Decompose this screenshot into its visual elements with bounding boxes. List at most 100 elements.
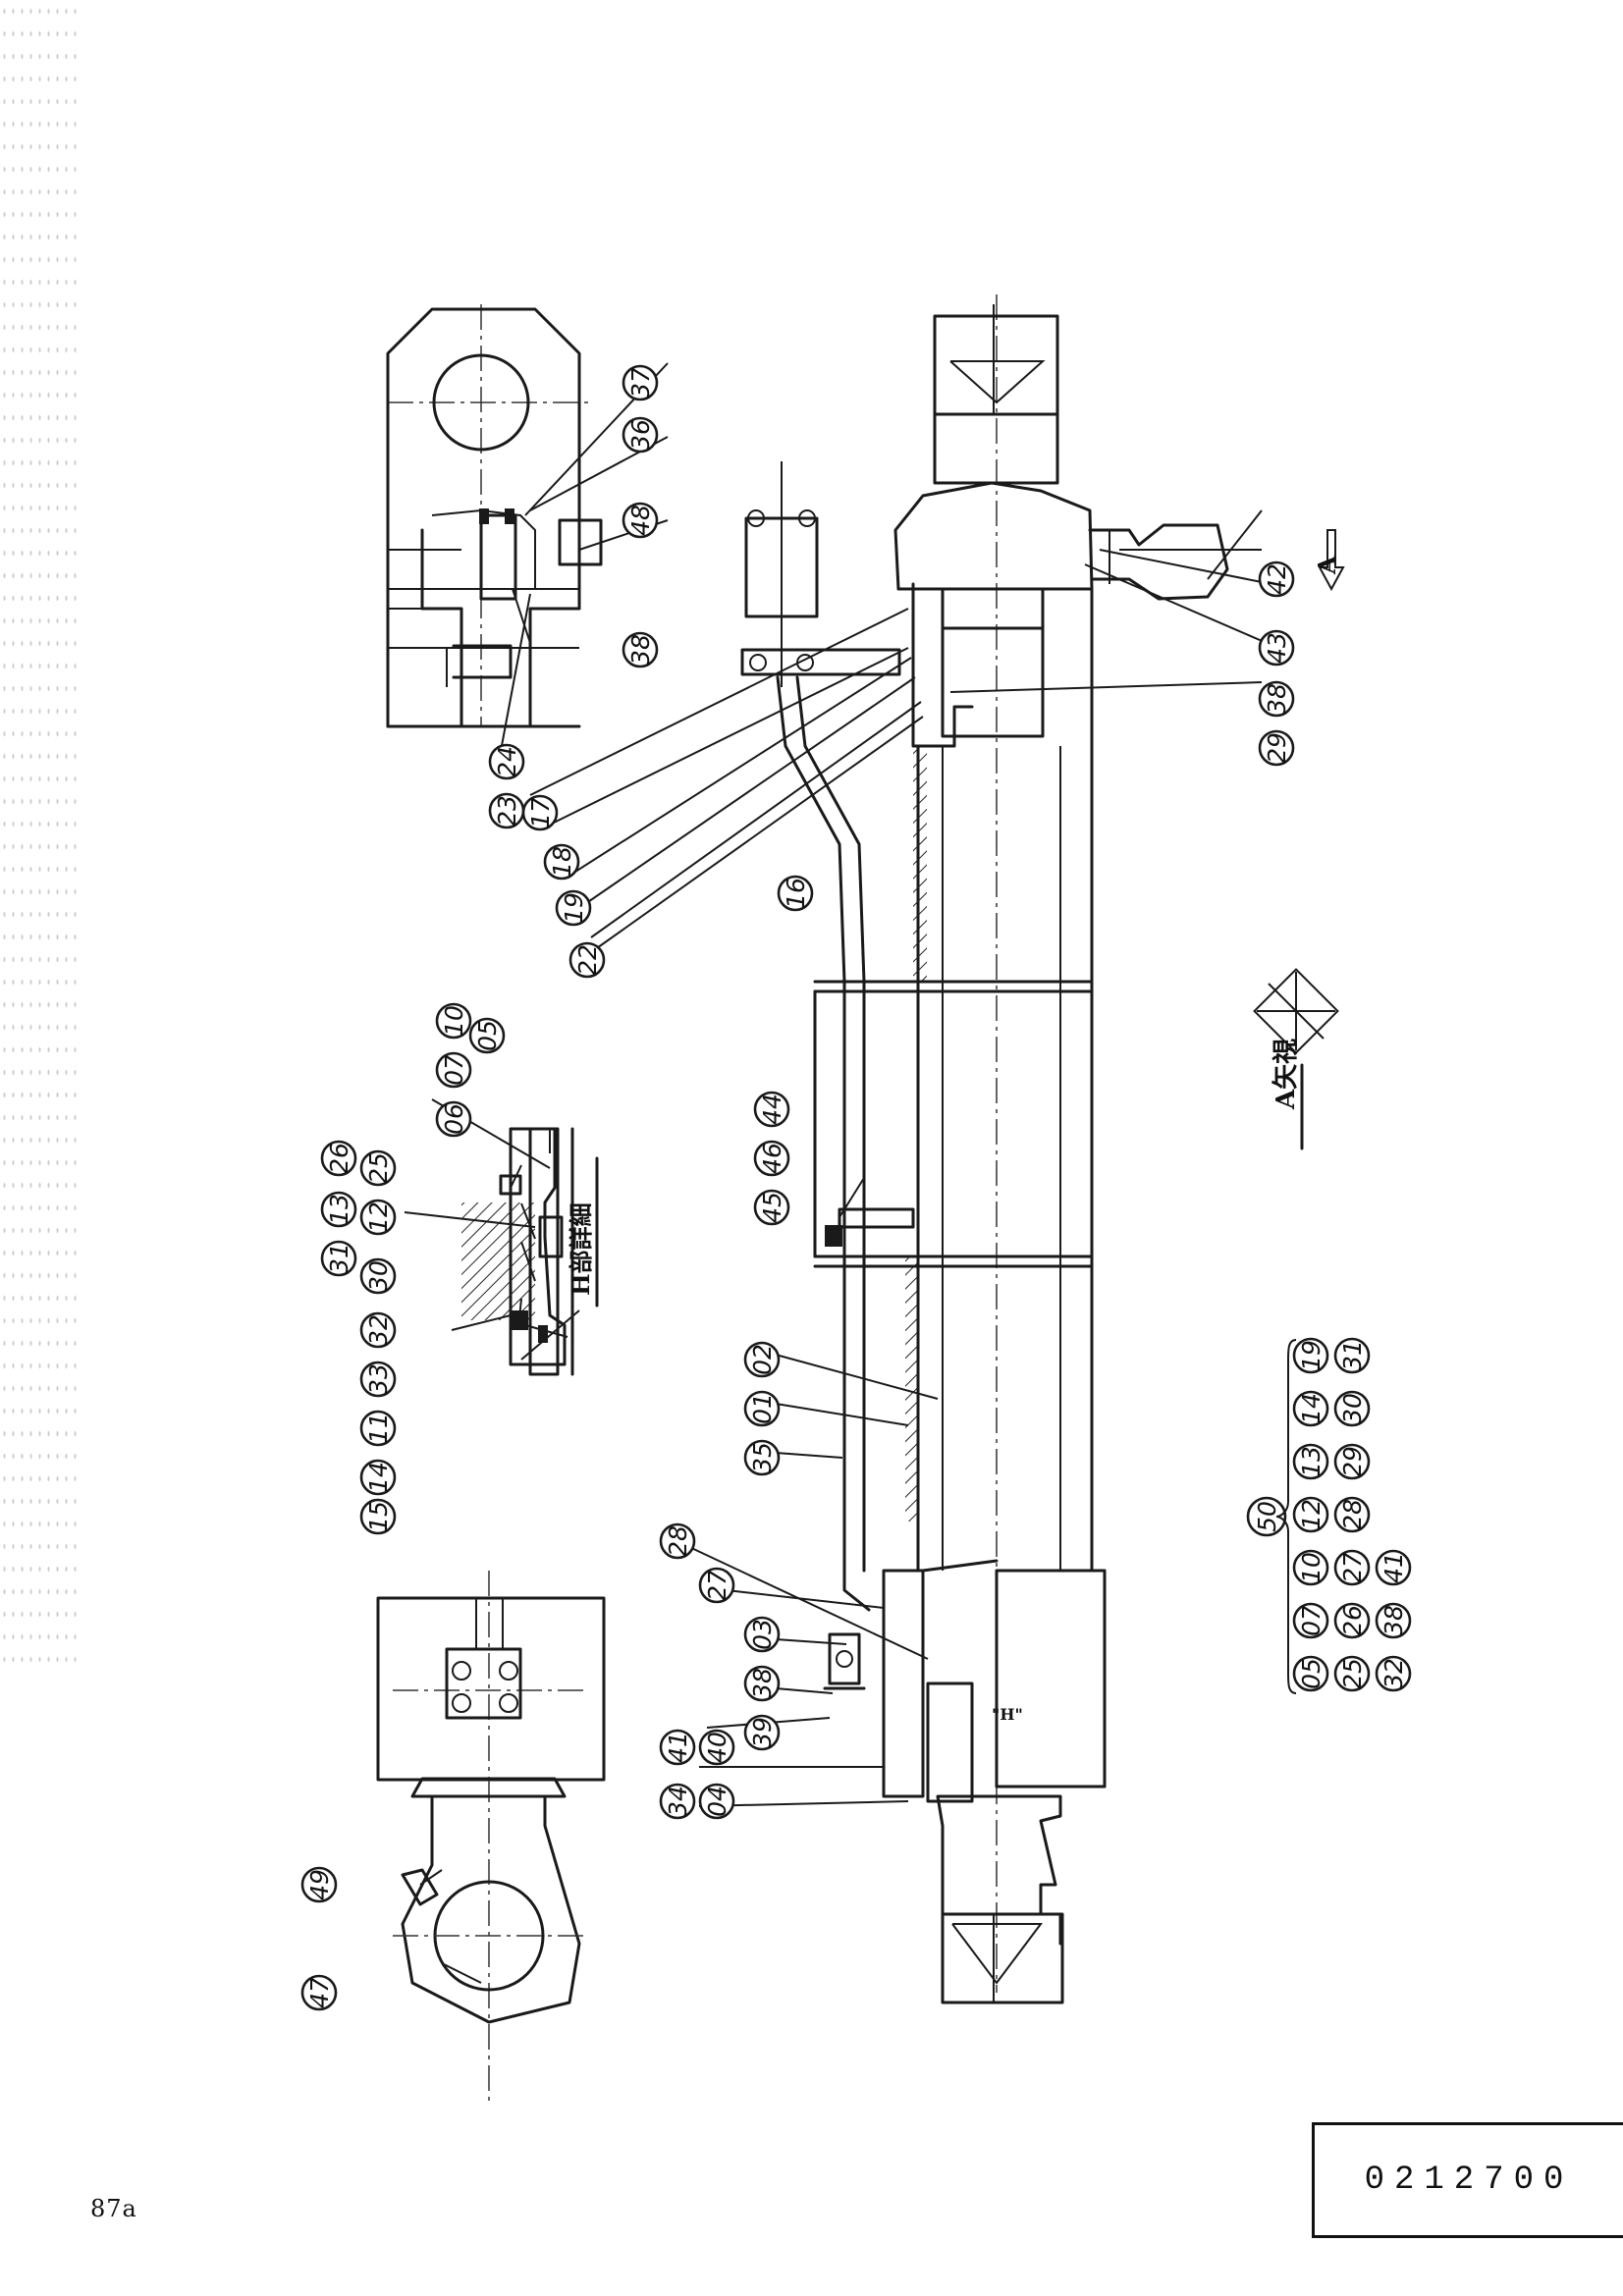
view-a-symbol: A矢視 — [1253, 968, 1339, 1150]
svg-text:26: 26 — [325, 1143, 353, 1174]
callout-23: 23 — [488, 792, 525, 829]
svg-text:15: 15 — [364, 1501, 393, 1532]
svg-text:45: 45 — [758, 1192, 786, 1223]
callout-47: 47 — [300, 1974, 338, 2011]
callout-43: 43 — [1258, 629, 1295, 667]
callout-10: 10 — [435, 1002, 472, 1040]
kit-part-28: 28 — [1333, 1496, 1371, 1533]
callout-42: 42 — [1258, 561, 1295, 598]
callout-04: 04 — [698, 1783, 735, 1820]
svg-text:02: 02 — [748, 1344, 777, 1375]
callout-18: 18 — [543, 843, 580, 881]
callout-36: 36 — [622, 416, 659, 454]
callout-24: 24 — [488, 743, 525, 780]
callout-49: 49 — [300, 1866, 338, 1903]
callout-40: 40 — [698, 1729, 735, 1766]
svg-text:27: 27 — [703, 1570, 731, 1601]
kit-part-label: 30 — [1338, 1393, 1367, 1424]
assembly-number-bubble: 50 — [1246, 1496, 1287, 1537]
callout-32: 32 — [359, 1311, 397, 1349]
kit-part-label: 31 — [1338, 1340, 1367, 1371]
kit-part-label: 27 — [1338, 1552, 1367, 1583]
callout-07: 07 — [435, 1051, 472, 1089]
kit-part-26: 26 — [1333, 1602, 1371, 1639]
kit-part-label: 14 — [1297, 1393, 1325, 1424]
svg-text:04: 04 — [703, 1786, 731, 1817]
svg-text:38: 38 — [1263, 683, 1291, 715]
kit-part-29: 29 — [1333, 1443, 1371, 1480]
kit-part-25: 25 — [1333, 1655, 1371, 1692]
callout-06: 06 — [435, 1100, 472, 1138]
svg-text:40: 40 — [703, 1732, 731, 1763]
callout-22: 22 — [568, 941, 606, 979]
callout-03: 03 — [743, 1616, 781, 1653]
svg-text:05: 05 — [473, 1020, 502, 1051]
svg-text:17: 17 — [526, 797, 555, 828]
svg-text:11: 11 — [364, 1413, 393, 1444]
svg-text:19: 19 — [560, 892, 588, 924]
svg-text:43: 43 — [1263, 632, 1291, 664]
svg-text:42: 42 — [1263, 563, 1291, 595]
callout-15: 15 — [359, 1498, 397, 1535]
kit-part-label: 10 — [1297, 1552, 1325, 1583]
kit-part-label: 32 — [1380, 1658, 1408, 1689]
kit-part-19: 19 — [1292, 1337, 1329, 1374]
svg-text:29: 29 — [1263, 732, 1291, 764]
callout-41: 41 — [659, 1729, 696, 1766]
kit-part-38: 38 — [1375, 1602, 1412, 1639]
kit-part-30: 30 — [1333, 1390, 1371, 1427]
kit-part-label: 26 — [1338, 1605, 1367, 1636]
scan-margin-speckle — [0, 0, 79, 1669]
drawing-code-box: 0212700 — [1312, 2122, 1623, 2238]
svg-text:"H": "H" — [992, 1705, 1023, 1724]
callout-39: 39 — [743, 1714, 781, 1751]
svg-text:38: 38 — [748, 1668, 777, 1699]
svg-text:46: 46 — [758, 1143, 786, 1174]
callout-bubbles: 37 36 48 38 24 23 17 18 19 22 16 42 43 3… — [300, 364, 1295, 2011]
svg-text:32: 32 — [364, 1314, 393, 1346]
kit-part-label: 19 — [1297, 1340, 1325, 1371]
kit-part-31: 31 — [1333, 1337, 1371, 1374]
callout-38-right: 38 — [1258, 680, 1295, 718]
callout-01: 01 — [743, 1390, 781, 1427]
callout-02: 02 — [743, 1341, 781, 1378]
callout-16: 16 — [777, 875, 814, 912]
svg-text:A矢視: A矢視 — [1271, 1039, 1301, 1110]
callout-05: 05 — [468, 1017, 506, 1054]
callout-25: 25 — [359, 1149, 397, 1187]
callout-33: 33 — [359, 1361, 397, 1398]
end-view-bottom — [376, 1571, 606, 2101]
svg-text:03: 03 — [748, 1619, 777, 1650]
svg-text:07: 07 — [440, 1054, 468, 1086]
svg-text:41: 41 — [664, 1732, 692, 1763]
svg-text:44: 44 — [758, 1094, 786, 1125]
svg-text:37: 37 — [626, 367, 655, 399]
leader-lines — [404, 362, 1272, 1984]
callout-38-lower: 38 — [743, 1665, 781, 1702]
callout-31: 31 — [320, 1240, 357, 1277]
svg-text:28: 28 — [664, 1525, 692, 1557]
svg-text:12: 12 — [364, 1201, 393, 1233]
svg-text:01: 01 — [748, 1393, 777, 1424]
kit-part-label: 07 — [1297, 1605, 1325, 1636]
svg-text:33: 33 — [364, 1363, 393, 1395]
callout-28: 28 — [659, 1522, 696, 1560]
callout-37: 37 — [622, 364, 659, 401]
kit-part-label: 28 — [1338, 1499, 1367, 1530]
callout-34: 34 — [659, 1783, 696, 1820]
svg-text:48: 48 — [626, 505, 655, 536]
svg-text:35: 35 — [748, 1442, 777, 1473]
svg-text:18: 18 — [548, 846, 576, 878]
svg-text:24: 24 — [493, 746, 521, 777]
kit-part-41: 41 — [1375, 1549, 1412, 1586]
kit-part-label: 25 — [1338, 1658, 1367, 1689]
kit-part-13: 13 — [1292, 1443, 1329, 1480]
svg-text:38: 38 — [626, 634, 655, 666]
end-view-top — [386, 304, 603, 728]
callout-30: 30 — [359, 1257, 397, 1295]
kit-part-27: 27 — [1333, 1549, 1371, 1586]
svg-text:34: 34 — [664, 1786, 692, 1817]
kit-part-label: 13 — [1297, 1446, 1325, 1477]
